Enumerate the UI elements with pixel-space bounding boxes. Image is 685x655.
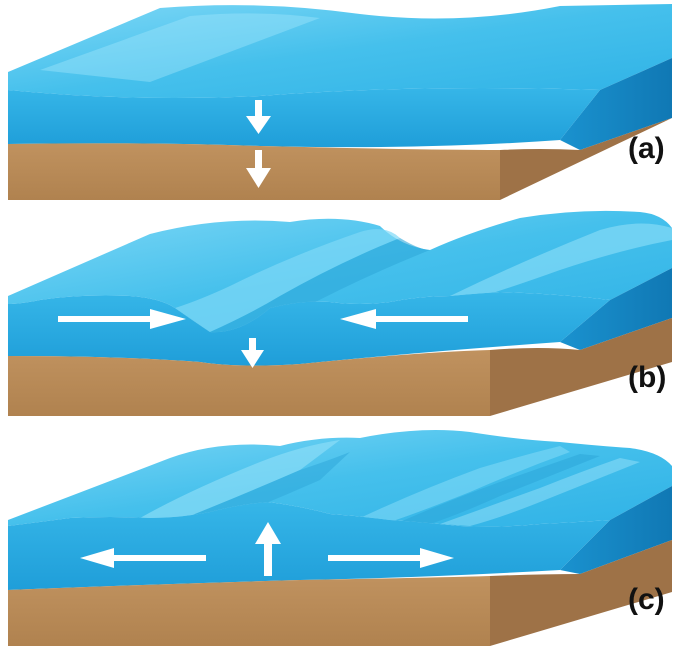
panel-label-a: (a) [628, 134, 665, 164]
panel-c [8, 430, 672, 646]
water-front-a [8, 88, 600, 147]
panel-b [8, 211, 672, 416]
panel-a [8, 4, 672, 200]
panel-label-c: (c) [628, 585, 665, 615]
panel-label-b: (b) [628, 363, 666, 393]
